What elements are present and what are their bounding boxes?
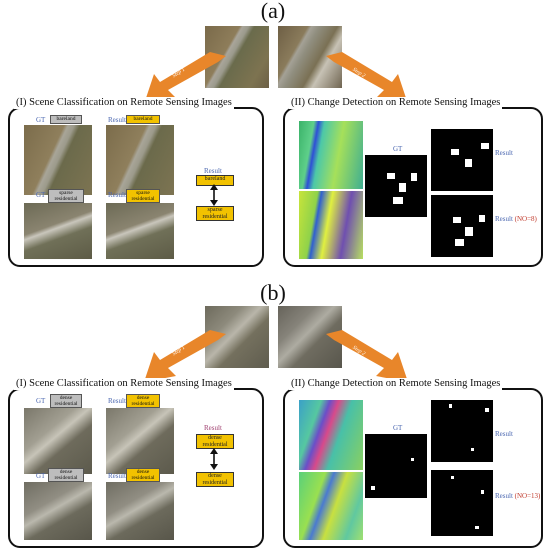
scene-classification-title: (I) Scene Classification on Remote Sensi… bbox=[14, 378, 234, 390]
change-detection-box-a: (II) Change Detection on Remote Sensing … bbox=[283, 97, 543, 267]
result-tag: dense residential bbox=[126, 394, 160, 408]
flow-top-class: dense residential bbox=[196, 434, 234, 449]
result-label: Result bbox=[204, 424, 222, 432]
scene-image-t2-gt bbox=[24, 203, 92, 259]
change-map-result-1 bbox=[431, 129, 493, 191]
change-result-label: Result bbox=[495, 430, 513, 438]
gt-label: GT bbox=[393, 145, 403, 153]
scene-image-t1-gt-b bbox=[24, 408, 92, 474]
scene-classification-box-a: (I) Scene Classification on Remote Sensi… bbox=[8, 97, 264, 267]
no-value: (NO=13) bbox=[514, 492, 541, 500]
change-result-text: Result bbox=[495, 492, 513, 500]
change-detection-box-b: (II) Change Detection on Remote Sensing … bbox=[283, 378, 543, 548]
change-detection-title: (II) Change Detection on Remote Sensing … bbox=[289, 378, 503, 390]
scene-classification-box-b: (I) Scene Classification on Remote Sensi… bbox=[8, 378, 264, 548]
scene-image-t1-result-b bbox=[106, 408, 174, 474]
step2-arrow-b bbox=[326, 330, 408, 382]
scene-image-t1-gt bbox=[24, 125, 92, 195]
no-value: (NO=8) bbox=[514, 215, 537, 223]
scene-image-t1-result bbox=[106, 125, 174, 195]
double-arrow-icon bbox=[210, 448, 218, 470]
scene-image-t2-result bbox=[106, 203, 174, 259]
change-result-text: Result bbox=[495, 215, 513, 223]
gt-label: GT bbox=[36, 191, 46, 199]
result-tag: bareland bbox=[126, 115, 160, 124]
change-result-label-2: Result (NO=8) bbox=[495, 215, 537, 223]
gt-label: GT bbox=[36, 472, 46, 480]
feature-map-t2 bbox=[299, 191, 363, 259]
gt-tag: dense residential bbox=[50, 394, 82, 408]
panel-b-label: (b) bbox=[260, 280, 286, 305]
result-tag: dense residential bbox=[126, 468, 160, 482]
feature-map-t2-b bbox=[299, 472, 363, 540]
result-label: Result bbox=[108, 116, 126, 124]
gt-tag: sparse residential bbox=[48, 189, 84, 203]
result-tag: sparse residential bbox=[126, 189, 160, 203]
change-detection-title: (II) Change Detection on Remote Sensing … bbox=[289, 97, 503, 109]
flow-bottom-class: sparse residential bbox=[196, 206, 234, 221]
change-result-label: Result bbox=[495, 149, 513, 157]
flow-bottom-class: dense residential bbox=[196, 472, 234, 487]
change-map-gt-b bbox=[365, 434, 427, 498]
panel-a-label: (a) bbox=[260, 0, 286, 23]
change-result-label-2: Result (NO=13) bbox=[495, 492, 540, 500]
result-label: Result bbox=[108, 472, 126, 480]
gt-tag: bareland bbox=[50, 115, 82, 124]
scene-image-t2-gt-b bbox=[24, 482, 92, 540]
step2-arrow bbox=[326, 52, 408, 104]
result-label: Result bbox=[204, 167, 222, 175]
result-label: Result bbox=[108, 191, 126, 199]
double-arrow-icon bbox=[210, 184, 218, 206]
scene-classification-title: (I) Scene Classification on Remote Sensi… bbox=[14, 97, 234, 109]
gt-label: GT bbox=[36, 397, 46, 405]
change-map-result-2 bbox=[431, 195, 493, 257]
step1-arrow bbox=[144, 52, 226, 104]
change-map-result-2-b bbox=[431, 470, 493, 536]
result-label: Result bbox=[108, 397, 126, 405]
gt-label: GT bbox=[36, 116, 46, 124]
step1-arrow-b bbox=[144, 330, 226, 382]
gt-tag: dense residential bbox=[48, 468, 84, 482]
change-map-result-1-b bbox=[431, 400, 493, 462]
scene-image-t2-result-b bbox=[106, 482, 174, 540]
feature-map-t1-b bbox=[299, 400, 363, 470]
change-map-gt bbox=[365, 155, 427, 217]
gt-label: GT bbox=[393, 424, 403, 432]
feature-map-t1 bbox=[299, 121, 363, 189]
